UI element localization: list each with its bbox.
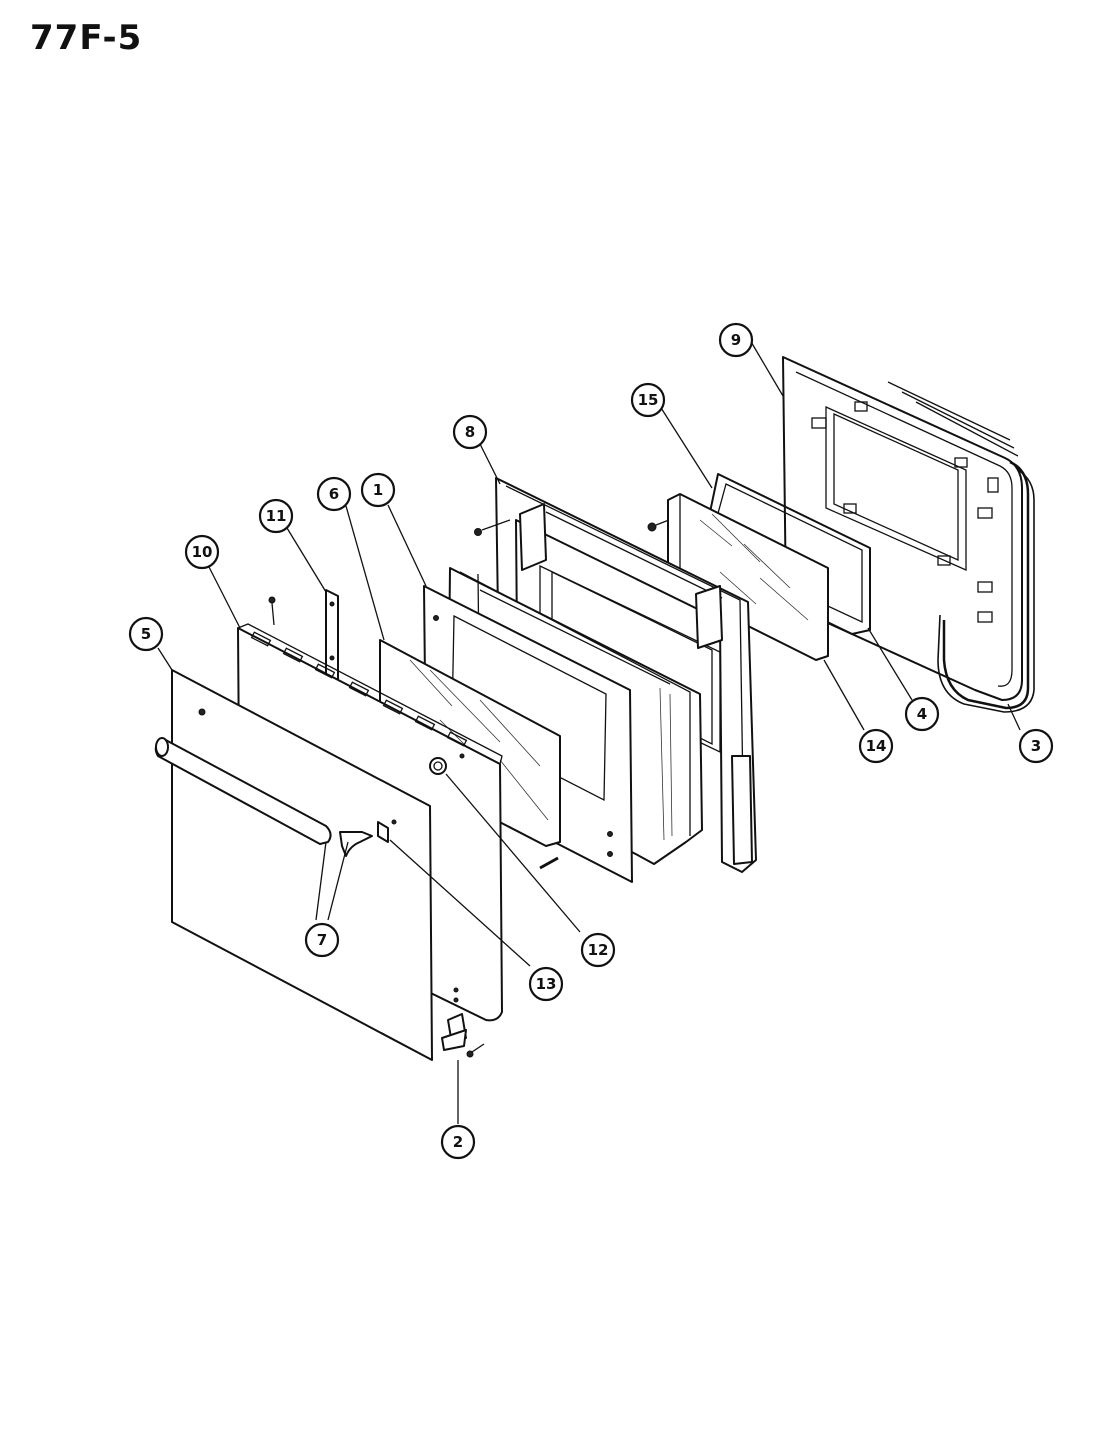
- handle-clip: [377, 821, 389, 843]
- callout-2: 2: [440, 1124, 476, 1160]
- door-bumper: [429, 757, 447, 775]
- callout-14-label: 14: [866, 737, 887, 755]
- leader-lines: [157, 339, 1021, 1124]
- callout-13: 13: [528, 966, 564, 1002]
- callout-3: 3: [1018, 728, 1054, 764]
- callout-7-label: 7: [317, 931, 327, 949]
- callout-7: 7: [304, 922, 340, 958]
- callout-9: 9: [718, 322, 754, 358]
- callout-12: 12: [580, 932, 616, 968]
- callout-5-label: 5: [141, 625, 151, 643]
- outer-door-panel: [171, 669, 465, 1061]
- callout-1-label: 1: [373, 481, 383, 499]
- page-title: 77F-5: [30, 18, 143, 58]
- callout-1: 1: [360, 472, 396, 508]
- callout-3-label: 3: [1031, 737, 1041, 755]
- callout-12-label: 12: [588, 941, 609, 959]
- callout-10: 10: [184, 534, 220, 570]
- callout-4: 4: [904, 696, 940, 732]
- callout-11-label: 11: [266, 507, 287, 525]
- door-liner-frame: [782, 356, 1023, 701]
- callout-6: 6: [316, 476, 352, 512]
- hinge-receptacle: [441, 987, 485, 1058]
- callout-6-label: 6: [329, 485, 339, 503]
- callout-9-label: 9: [731, 331, 741, 349]
- callout-5: 5: [128, 616, 164, 652]
- callout-14: 14: [858, 728, 894, 764]
- door-frame: [474, 477, 757, 873]
- callout-10-label: 10: [192, 543, 213, 561]
- callout-15: 15: [630, 382, 666, 418]
- callout-13-label: 13: [536, 975, 557, 993]
- callout-4-label: 4: [917, 705, 927, 723]
- callout-15-label: 15: [638, 391, 659, 409]
- callout-8: 8: [452, 414, 488, 450]
- callout-11: 11: [258, 498, 294, 534]
- door-handle: [154, 737, 373, 857]
- callout-8-label: 8: [465, 423, 475, 441]
- callout-2-label: 2: [453, 1133, 463, 1151]
- door-gasket: [937, 460, 1035, 713]
